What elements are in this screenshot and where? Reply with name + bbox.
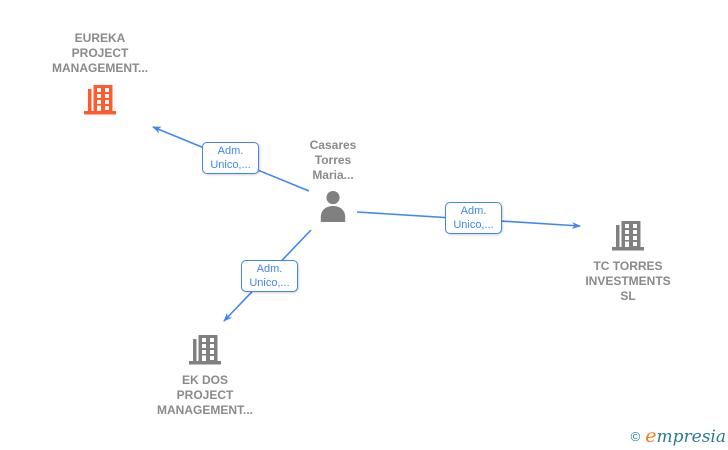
- brand-logo-text: e: [645, 425, 657, 447]
- node-company-eureka[interactable]: EUREKA PROJECT MANAGEMENT...: [40, 31, 160, 117]
- person-name: Casares Torres Maria...: [309, 138, 357, 182]
- company-name: TC TORRES INVESTMENTS SL: [585, 259, 671, 303]
- company-name: EUREKA PROJECT MANAGEMENT...: [52, 31, 148, 75]
- brand-logo-text-rest: mpresia: [656, 427, 727, 447]
- building-icon: [189, 335, 221, 365]
- building-icon: [612, 221, 644, 251]
- node-company-tc-torres[interactable]: TC TORRES INVESTMENTS SL: [568, 219, 688, 304]
- building-icon: [84, 85, 116, 115]
- node-person-casares[interactable]: Casares Torres Maria...: [273, 138, 393, 222]
- company-name: EK DOS PROJECT MANAGEMENT...: [157, 373, 253, 417]
- edge-label-ek-dos[interactable]: Adm. Unico,...: [241, 260, 298, 292]
- empresia-watermark: © empresia: [631, 426, 726, 447]
- copyright-icon: ©: [630, 429, 641, 444]
- edge-label-eureka[interactable]: Adm. Unico,...: [202, 142, 259, 174]
- edge-label-tc-torres[interactable]: Adm. Unico,...: [445, 202, 502, 234]
- person-icon: [320, 191, 346, 222]
- node-company-ek-dos[interactable]: EK DOS PROJECT MANAGEMENT...: [145, 333, 265, 418]
